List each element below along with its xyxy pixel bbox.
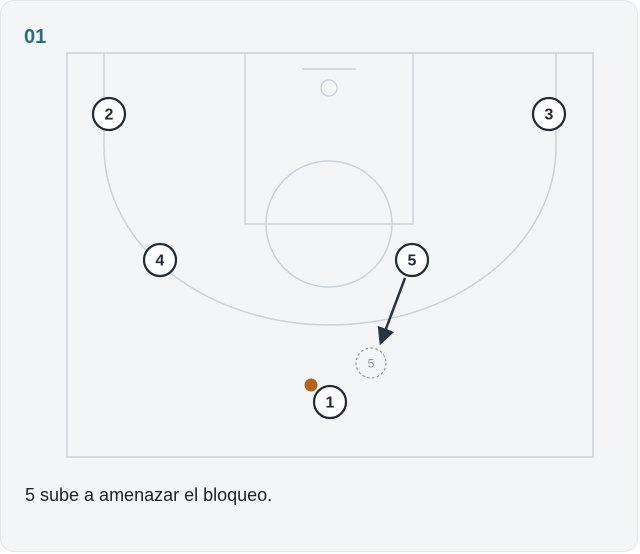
step-caption: 5 sube a amenazar el bloqueo. (25, 485, 273, 505)
step-number: 01 (24, 26, 47, 48)
player-4: 4 (142, 242, 178, 278)
basketball-icon (304, 378, 318, 392)
rim (320, 79, 338, 97)
player-2-label: 2 (105, 107, 114, 124)
player-1-label: 1 (326, 395, 335, 412)
player-3: 3 (531, 96, 567, 132)
free-throw-circle (265, 160, 393, 288)
player-5: 5 (394, 242, 430, 278)
three-point-line (103, 53, 557, 326)
player-3-label: 3 (545, 107, 554, 124)
movement-arrow-icon (377, 277, 407, 346)
half-court-diagram: 5 2 3 4 5 1 (66, 52, 594, 458)
ghost-player-label: 5 (368, 357, 375, 371)
paint-key (244, 52, 414, 225)
player-5-label: 5 (408, 253, 417, 270)
ghost-player-5: 5 (355, 347, 387, 379)
player-4-label: 4 (156, 253, 165, 270)
player-1: 1 (312, 384, 348, 420)
player-2: 2 (91, 96, 127, 132)
